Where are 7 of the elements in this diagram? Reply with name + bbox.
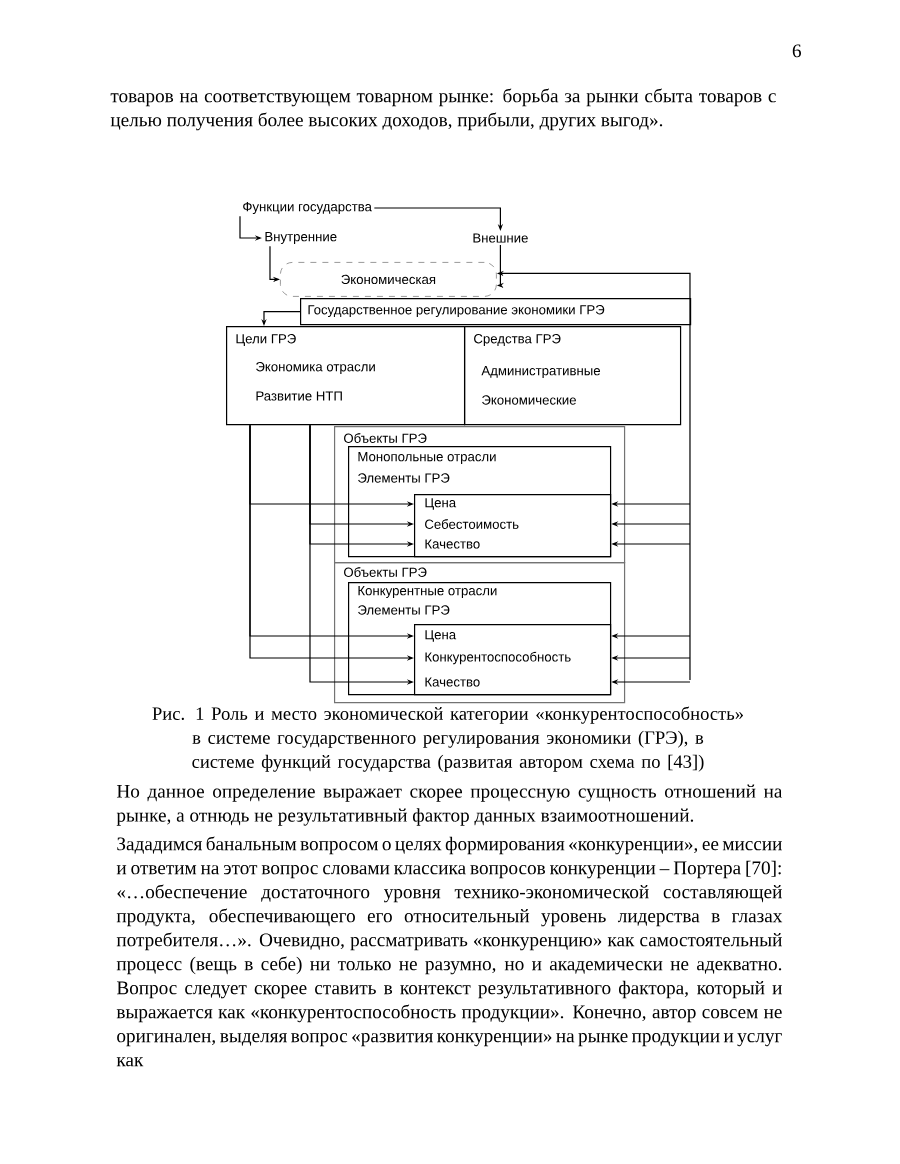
paragraph: Но данное определение выражает скорее процессную сущность отношений на рынке, а отнюдь не результативный фактор данных взаимоотношений. [116, 784, 783, 826]
element-box [414, 494, 612, 558]
paragraph: Зададимся банальным вопросом о целях формирования «конкуренции», ее миссии и ответим на этот вопрос словами классика вопросов конкуренции – Портера [70]: «…обеспечение достаточного уровня технико-экономической составляющей продукта, обеспечивающего его относительный уровень лидерства в глазах потребителя…». Очевидно, рассматривать «конкуренцию» как самостоятельный процесс (вещь в себе) ни только не разумно, но и академически не адекватно. Вопрос следует скорее ставить в контекст результативного фактора, который и выражается как «конкурентоспособность продукции». Конечно, автор совсем не оригинален, выделяя вопрос «развития конкуренции» на рынке продукции и услуг как [116, 836, 783, 1067]
figure-caption: Рис. 1 Роль и место экономической категории «конкурентоспособность» в системе государственного регулирования экономики (ГРЭ), в системе функций государства (развитая автором схема по [43]) [152, 706, 743, 772]
element-box [414, 624, 612, 696]
page-number: 6 [792, 44, 801, 58]
paragraph: товаров на соответствующем товарном рынке: борьба за рынки сбыта товаров с целью получения более высоких доходов, прибыли, других выгод». [110, 88, 776, 131]
